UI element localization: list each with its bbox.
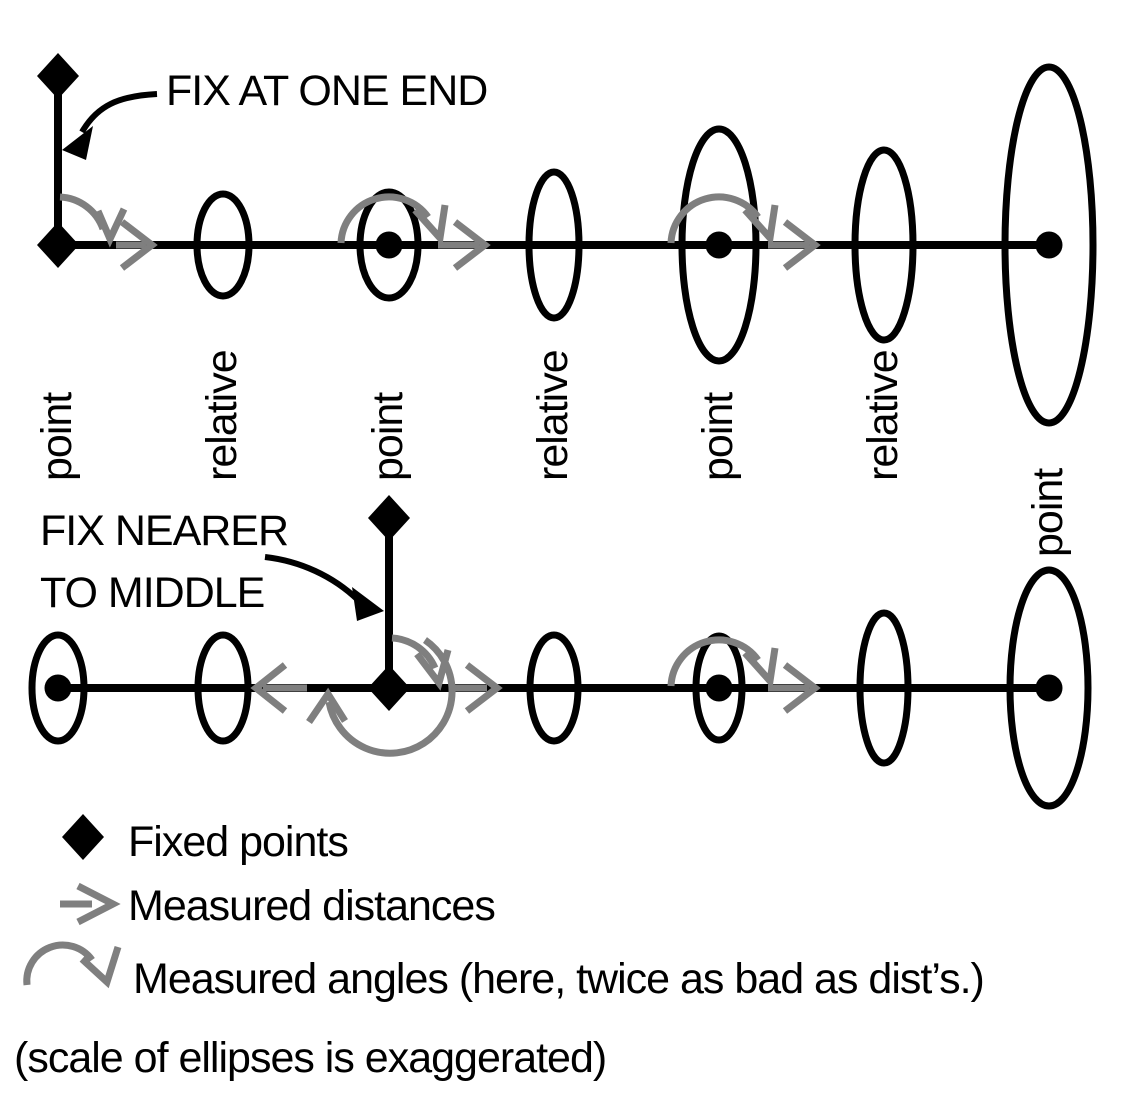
error-ellipse <box>1001 63 1097 427</box>
station-label: relative <box>529 350 577 481</box>
legend-measured-angles-label: Measured angles (here, twice as bad as d… <box>133 955 984 1003</box>
bottom-fix-annotation: FIX NEARER TO MIDDLE <box>40 507 384 621</box>
error-ellipse <box>851 146 917 344</box>
error-ellipse <box>194 631 252 745</box>
station-label: point <box>694 392 742 481</box>
station-dot <box>375 231 403 259</box>
error-ellipse <box>856 609 912 767</box>
measured-distance-arrowhead <box>119 219 158 271</box>
error-ellipse <box>525 168 583 322</box>
measured-angle-arc <box>667 636 761 687</box>
station-dot <box>705 231 733 259</box>
error-ellipse <box>1006 566 1092 810</box>
measured-angle-arc <box>667 193 761 244</box>
fixed-point-diamond-icon <box>62 814 104 860</box>
station-label: relative <box>198 350 246 481</box>
measured-angle-arrowhead <box>306 687 348 724</box>
fixed-point-diamond <box>368 495 410 541</box>
measured-distance-arrowhead <box>250 662 288 714</box>
measured-distance-arrowhead <box>782 662 821 714</box>
station-dot <box>1035 674 1063 702</box>
measured-angle-arc <box>391 634 439 670</box>
error-ellipse <box>28 631 88 745</box>
leader-arrowhead-icon <box>352 587 384 621</box>
top-fix-annotation: FIX AT ONE END <box>62 67 488 160</box>
leader-arrowhead-icon <box>62 126 93 160</box>
station-dot <box>1035 231 1063 259</box>
measured-distance-arrowhead <box>452 219 491 271</box>
legend: Fixed points Measured distances Measured… <box>14 814 985 1082</box>
measured-angle-arrowhead <box>742 647 779 689</box>
top-fix-annotation-text: FIX AT ONE END <box>166 67 487 115</box>
fixed-point-diamond <box>368 665 410 711</box>
leader-arrow-curve <box>79 91 158 134</box>
bottom-fix-annotation-text-line2: TO MIDDLE <box>40 569 264 617</box>
leader-arrow-curve <box>264 554 361 603</box>
angle-arrow-head-icon <box>79 945 122 989</box>
station-dot <box>44 674 72 702</box>
top-traverse-diagram <box>37 53 1097 427</box>
measured-angle-arrowhead <box>742 204 779 246</box>
error-ellipse <box>356 188 422 302</box>
station-label: point <box>1024 468 1072 557</box>
measured-distance-arrowhead <box>464 662 503 714</box>
fixed-point-diamond <box>37 53 79 99</box>
station-dot <box>705 674 733 702</box>
legend-scale-note: (scale of ellipses is exaggerated) <box>14 1034 606 1082</box>
legend-measured-distances-label: Measured distances <box>128 882 495 930</box>
station-label: point <box>364 392 412 481</box>
distance-arrow-head-icon <box>76 882 121 926</box>
error-ellipse <box>526 631 582 745</box>
traverse-rows: point relative point relative point relative p… <box>28 53 1097 810</box>
fixed-point-diamond <box>37 222 79 268</box>
bottom-fix-annotation-text-line1: FIX NEARER <box>40 507 288 555</box>
measured-angle-arc <box>337 193 431 244</box>
error-ellipse <box>692 632 746 744</box>
measured-angle-arrowhead <box>412 204 449 246</box>
measured-angle-swing-arc <box>325 637 456 757</box>
legend-fixed-points-label: Fixed points <box>128 818 348 866</box>
error-ellipse <box>193 190 253 300</box>
station-label: relative <box>859 350 907 481</box>
measured-distance-arrowhead <box>782 219 821 271</box>
measured-angle-arrowhead <box>94 207 128 248</box>
error-ellipse <box>678 125 760 365</box>
angle-arrow-arc-icon <box>23 941 95 986</box>
bottom-traverse-diagram <box>28 495 1092 810</box>
station-label: point <box>33 392 81 481</box>
